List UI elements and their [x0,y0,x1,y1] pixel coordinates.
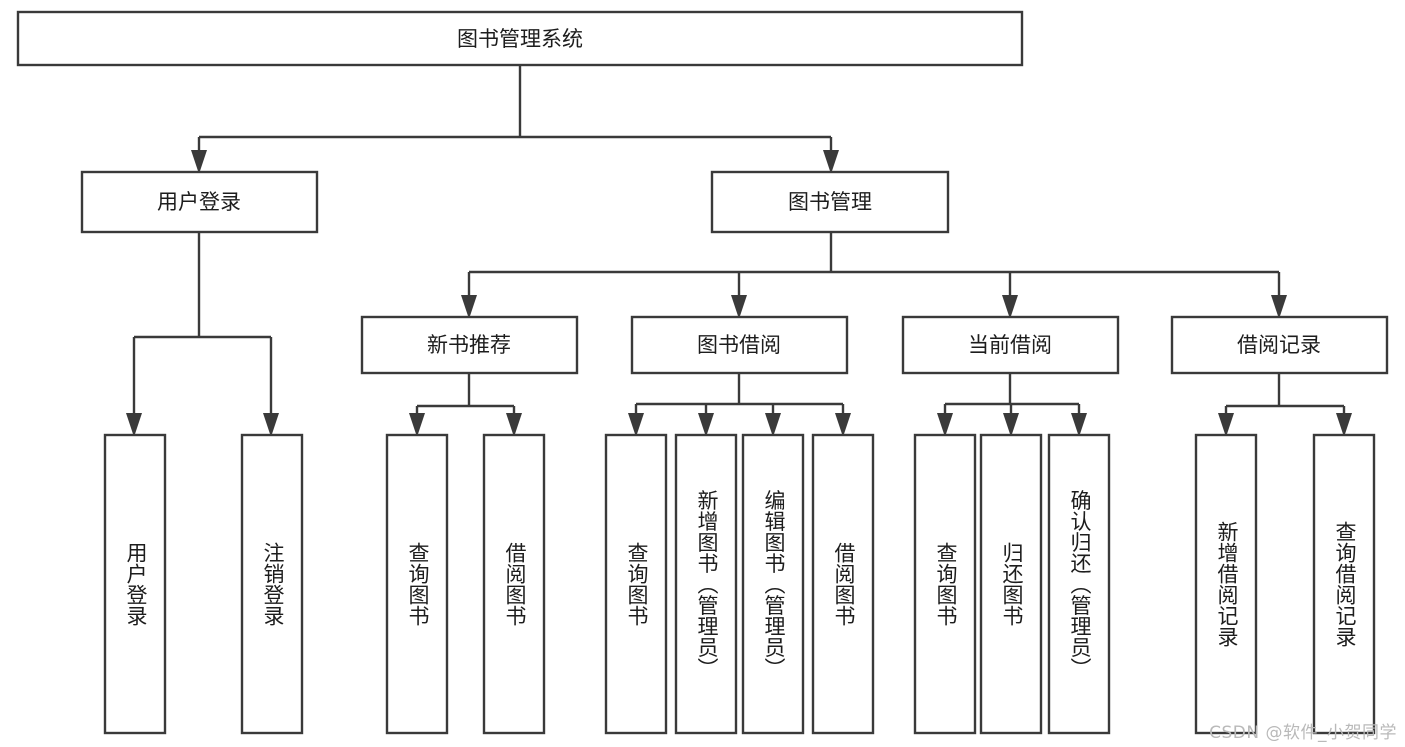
node-new-book-recommend-box[interactable] [360,315,579,375]
node-leaf-edit-book-box[interactable] [741,433,805,735]
node-book-borrow-box[interactable] [630,315,849,375]
node-leaf-logout-login-box[interactable] [240,433,304,735]
node-leaf-query-record-box[interactable] [1312,433,1376,735]
node-leaf-query-record-label: 查询借阅记录 [1333,521,1357,647]
node-leaf-query-book-3-box[interactable] [913,433,977,735]
node-user-login[interactable]: 用户登录 [80,170,319,234]
node-leaf-user-login[interactable]: 用户登录 [103,433,167,735]
node-leaf-add-record[interactable]: 新增借阅记录 [1194,433,1258,735]
node-leaf-return-book-label: 归还图书 [1000,542,1024,626]
arrow-user-login-leaf2 [263,413,279,437]
node-book-management[interactable]: 图书管理 [710,170,950,234]
arrow-cb-l3 [1071,413,1087,437]
arrow-bm-c1 [461,295,477,319]
arrow-bm-c2 [731,295,747,319]
node-root[interactable]: 图书管理系统 [16,10,1024,67]
node-borrow-record-label: 借阅记录 [1237,333,1321,357]
node-leaf-query-book-3[interactable]: 查询图书 [913,433,977,735]
node-user-login-box[interactable] [80,170,319,234]
node-new-book-recommend[interactable]: 新书推荐 [360,315,579,375]
node-leaf-borrow-book-2-label: 借阅图书 [832,542,856,626]
node-leaf-query-record[interactable]: 查询借阅记录 [1312,433,1376,735]
arrow-bm-c4 [1271,295,1287,319]
node-leaf-add-book-box[interactable] [674,433,738,735]
arrow-bb-l1 [628,413,644,437]
arrow-nbr-l2 [506,413,522,437]
node-root-label: 图书管理系统 [457,27,583,51]
node-leaf-return-book-box[interactable] [979,433,1043,735]
node-current-borrow-label: 当前借阅 [968,333,1052,357]
node-leaf-add-book-label: 新增图书（管理员） [695,490,719,679]
node-leaf-query-book-1[interactable]: 查询图书 [385,433,449,735]
node-leaf-query-book-2-box[interactable] [604,433,668,735]
node-leaf-borrow-book-2[interactable]: 借阅图书 [811,433,875,735]
arrow-root-to-user-login [191,150,207,174]
node-book-borrow[interactable]: 图书借阅 [630,315,849,375]
node-leaf-borrow-book-2-box[interactable] [811,433,875,735]
node-leaf-logout-login[interactable]: 注销登录 [240,433,304,735]
node-new-book-recommend-label: 新书推荐 [427,333,511,357]
node-leaf-query-book-2-label: 查询图书 [625,542,649,626]
node-book-management-box[interactable] [710,170,950,234]
node-leaf-add-book[interactable]: 新增图书（管理员） [674,433,738,735]
node-leaf-query-book-1-box[interactable] [385,433,449,735]
node-leaf-user-login-box[interactable] [103,433,167,735]
node-leaf-borrow-book-1[interactable]: 借阅图书 [482,433,546,735]
arrow-bm-c3 [1002,295,1018,319]
node-leaf-borrow-book-1-label: 借阅图书 [503,542,527,626]
node-root-box[interactable] [16,10,1024,67]
arrow-bb-l3 [765,413,781,437]
node-leaf-query-book-1-label: 查询图书 [406,542,430,626]
connector-layer [126,65,1352,437]
node-leaf-edit-book-label: 编辑图书（管理员） [762,490,786,679]
node-leaf-return-book[interactable]: 归还图书 [979,433,1043,735]
node-leaf-edit-book[interactable]: 编辑图书（管理员） [741,433,805,735]
node-current-borrow-box[interactable] [901,315,1120,375]
node-leaf-borrow-book-1-box[interactable] [482,433,546,735]
node-leaf-logout-login-label: 注销登录 [261,542,285,626]
arrow-bb-l2 [698,413,714,437]
node-leaf-query-book-3-label: 查询图书 [934,542,958,626]
node-leaf-add-record-label: 新增借阅记录 [1215,521,1239,647]
node-leaf-user-login-label: 用户登录 [124,542,148,626]
node-leaf-confirm-return-box[interactable] [1047,433,1111,735]
node-leaf-confirm-return[interactable]: 确认归还（管理员） [1047,433,1111,735]
arrow-br-l1 [1218,413,1234,437]
arrow-nbr-l1 [409,413,425,437]
arrow-user-login-leaf1 [126,413,142,437]
node-leaf-add-record-box[interactable] [1194,433,1258,735]
arrow-cb-l1 [937,413,953,437]
node-leaf-confirm-return-label: 确认归还（管理员） [1068,490,1092,679]
node-book-management-label: 图书管理 [788,190,872,214]
node-borrow-record[interactable]: 借阅记录 [1170,315,1389,375]
node-current-borrow[interactable]: 当前借阅 [901,315,1120,375]
arrow-cb-l2 [1003,413,1019,437]
arrow-bb-l4 [835,413,851,437]
node-leaf-query-book-2[interactable]: 查询图书 [604,433,668,735]
node-user-login-label: 用户登录 [157,190,241,214]
arrow-root-to-book-management [823,150,839,174]
arrow-br-l2 [1336,413,1352,437]
node-book-borrow-label: 图书借阅 [697,333,781,357]
node-borrow-record-box[interactable] [1170,315,1389,375]
